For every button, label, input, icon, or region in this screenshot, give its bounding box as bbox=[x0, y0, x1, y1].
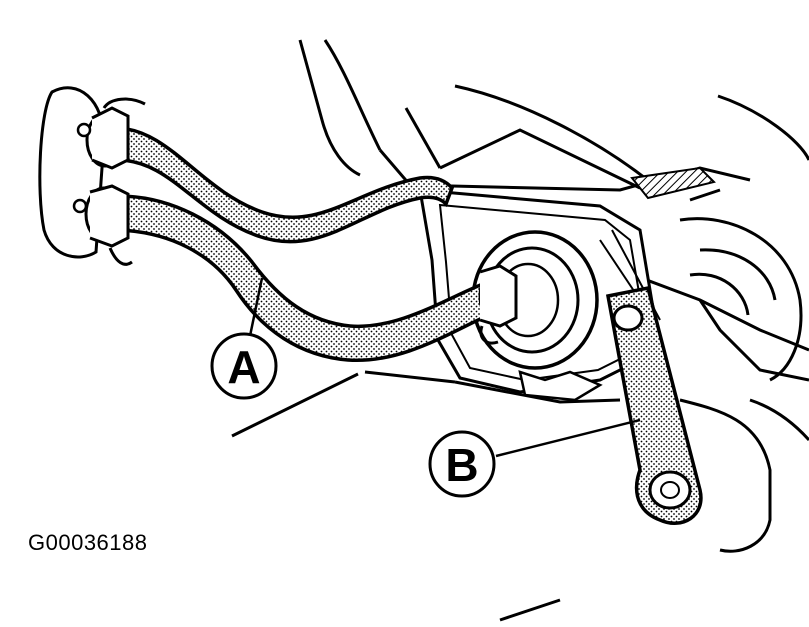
upper-panel bbox=[630, 166, 716, 200]
mounting-bracket bbox=[605, 285, 703, 525]
heater-hose-upper bbox=[116, 126, 455, 244]
pulley bbox=[679, 217, 803, 382]
hose-clamp-valve bbox=[478, 264, 518, 345]
figure-id-label: G00036188 bbox=[28, 530, 148, 555]
callout-a: A bbox=[210, 277, 278, 400]
hose-clamp-upper bbox=[76, 97, 146, 170]
callout-b: B bbox=[428, 418, 641, 498]
callout-b-letter: B bbox=[445, 439, 478, 491]
callout-a-letter: A bbox=[227, 341, 260, 393]
hose-clamp-lower bbox=[72, 184, 133, 266]
